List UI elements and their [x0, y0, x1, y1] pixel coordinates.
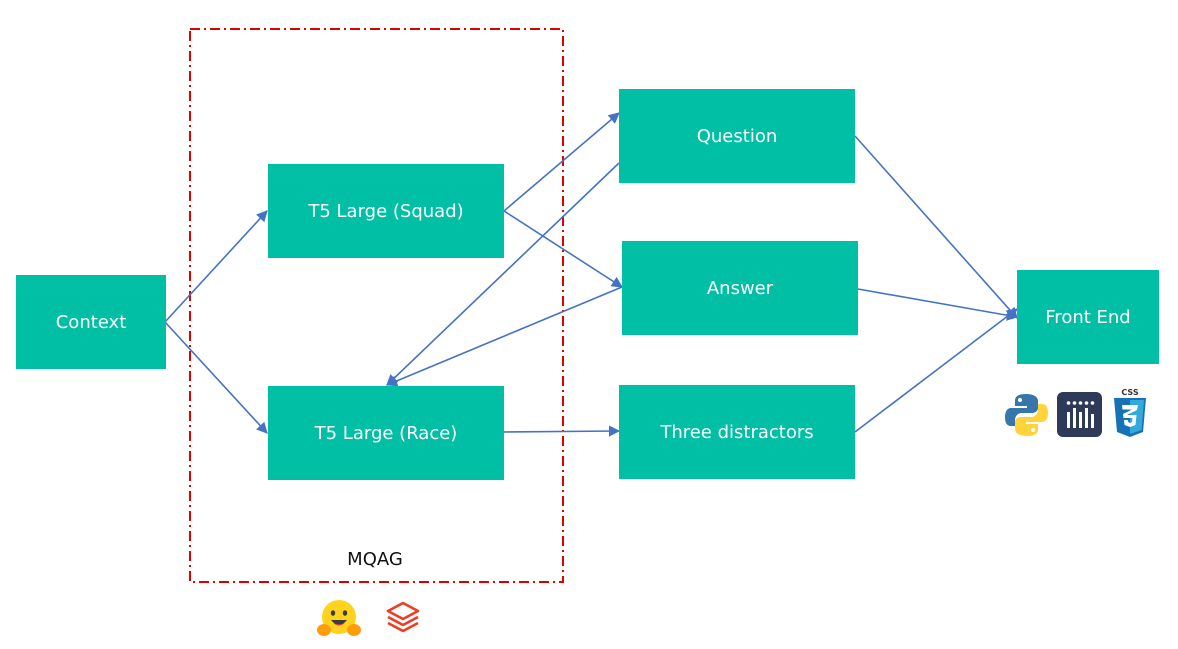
front-end-label: Front End [1045, 306, 1131, 328]
arrow-race-to-distractors [503, 425, 621, 437]
context-node: Context [16, 275, 166, 369]
arrow-squad-to-answer [503, 210, 623, 288]
python-icon [1005, 394, 1048, 436]
distractors-label: Three distractors [660, 421, 814, 443]
arrow-squad-to-question [503, 112, 620, 212]
front-end-node: Front End [1017, 270, 1159, 364]
arrow-answer-to-race [385, 286, 623, 387]
mqag-group-border [189, 28, 564, 583]
hugging-face-icon [317, 600, 361, 636]
arrow-question-to-frontend [854, 135, 1018, 319]
arrow-context-to-squad [164, 210, 268, 323]
question-node: Question [619, 89, 855, 183]
chart-app-icon [1057, 392, 1102, 437]
t5-squad-node: T5 Large (Squad) [268, 164, 504, 258]
css3-icon: CSS [1114, 388, 1146, 437]
answer-label: Answer [706, 277, 774, 299]
arrow-context-to-race [164, 321, 268, 434]
question-label: Question [696, 125, 778, 147]
answer-node: Answer [622, 241, 858, 335]
arrow-answer-to-frontend [857, 288, 1019, 321]
arrow-question-to-race [386, 162, 620, 386]
context-label: Context [55, 311, 127, 333]
t5-squad-label: T5 Large (Squad) [308, 200, 464, 222]
svg-text:CSS: CSS [1121, 388, 1138, 397]
arrow-distractors-to-frontend [854, 308, 1018, 433]
layered-stack-icon [386, 601, 420, 633]
t5-race-node: T5 Large (Race) [268, 386, 504, 480]
distractors-node: Three distractors [619, 385, 855, 479]
mqag-group-label: MQAG [347, 549, 403, 570]
t5-race-label: T5 Large (Race) [314, 422, 458, 444]
